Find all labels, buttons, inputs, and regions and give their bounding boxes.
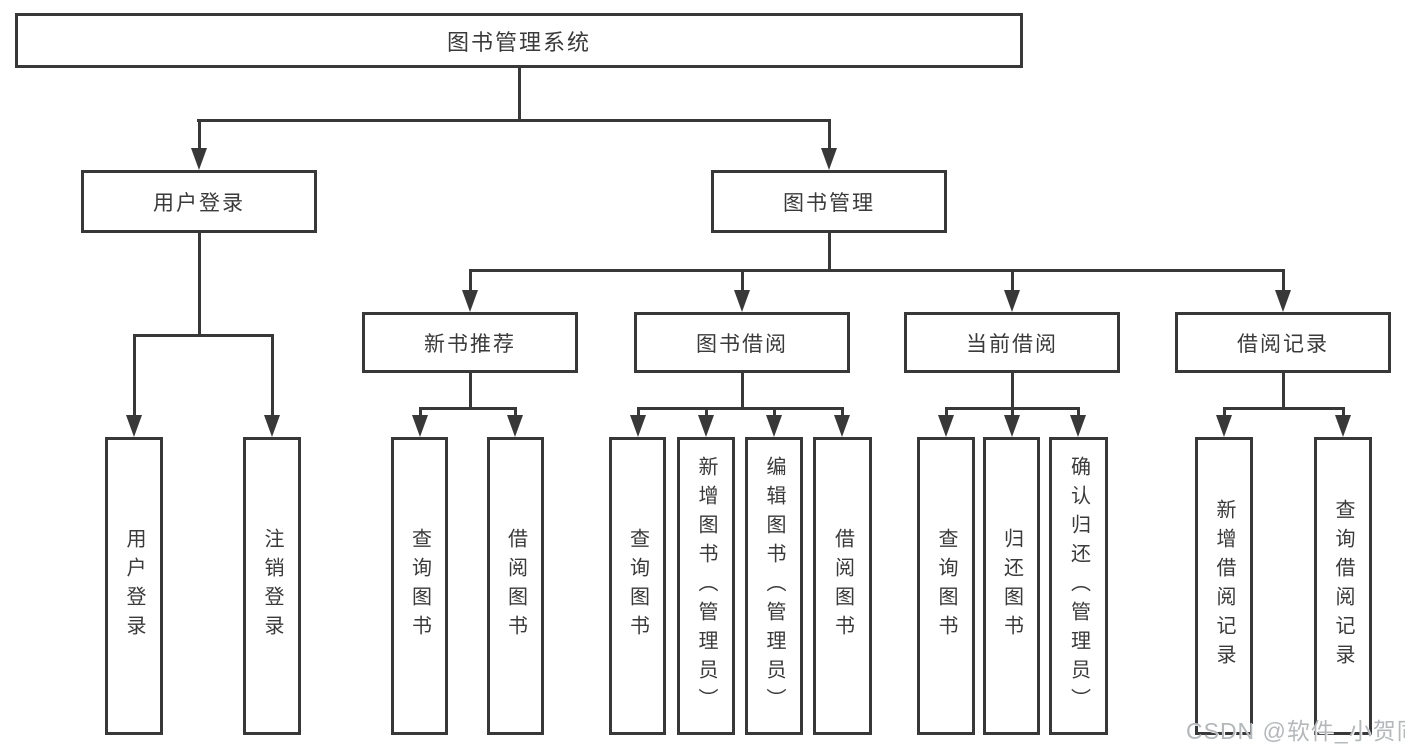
connector-vline	[1011, 373, 1014, 409]
connector-vline	[773, 407, 776, 417]
arrowhead-down-icon	[834, 415, 850, 437]
arrowhead-down-icon	[1335, 415, 1351, 437]
csdn-watermark: CSDN @软件_小贺同学	[1186, 718, 1405, 744]
node-new-book-recommend: 新书推荐	[362, 312, 578, 373]
node-label: 当前借阅	[966, 332, 1058, 356]
node-label: 查询图书	[408, 528, 431, 644]
connector-vline	[741, 269, 744, 292]
connector-vline	[198, 233, 201, 336]
node-label: 查询图书	[626, 528, 649, 644]
node-label: 借阅记录	[1237, 332, 1329, 356]
arrowhead-down-icon	[462, 290, 478, 312]
connector-vline	[1282, 373, 1285, 409]
arrowhead-down-icon	[766, 415, 782, 437]
leaf-confirm-return-admin: 确认归还（管理员）	[1049, 437, 1108, 735]
connector-vline	[741, 373, 744, 409]
connector-hline	[197, 119, 831, 122]
node-label: 用户登录	[153, 191, 245, 215]
connector-vline	[514, 407, 517, 417]
leaf-borrow-books: 借阅图书	[813, 437, 872, 735]
node-label: 图书借阅	[696, 332, 788, 356]
connector-vline	[198, 119, 201, 150]
leaf-add-books-admin: 新增图书（管理员）	[677, 437, 735, 735]
node-label: 新增借阅记录	[1213, 499, 1235, 673]
arrowhead-down-icon	[1070, 415, 1086, 437]
connector-vline	[1223, 407, 1226, 417]
node-label: 借阅图书	[831, 528, 854, 644]
connector-hline	[469, 269, 1285, 272]
node-label: 查询借阅记录	[1332, 499, 1354, 673]
connector-vline	[133, 334, 136, 418]
connector-vline	[469, 269, 472, 292]
node-label: 图书管理系统	[446, 29, 591, 55]
node-book-management: 图书管理	[711, 170, 947, 233]
connector-vline	[828, 233, 831, 271]
connector-vline	[1011, 269, 1014, 292]
arrowhead-down-icon	[264, 415, 280, 437]
node-user-login-group: 用户登录	[81, 170, 317, 233]
node-label: 图书管理	[783, 191, 875, 215]
connector-vline	[637, 407, 640, 417]
node-label: 确认归还（管理员）	[1067, 455, 1090, 717]
node-label: 查询图书	[935, 528, 957, 644]
leaf-logout: 注销登录	[243, 437, 301, 735]
arrowhead-down-icon	[191, 148, 207, 170]
node-label: 新增图书（管理员）	[695, 455, 717, 717]
leaf-query-books-borrowing: 查询图书	[609, 437, 666, 735]
connector-hline	[637, 407, 843, 410]
node-label: 用户登录	[123, 528, 145, 644]
leaf-user-login: 用户登录	[105, 437, 163, 735]
connector-vline	[518, 68, 521, 120]
arrowhead-down-icon	[1004, 290, 1020, 312]
connector-vline	[419, 407, 422, 417]
leaf-return-books: 归还图书	[983, 437, 1040, 735]
node-label: 注销登录	[261, 528, 283, 644]
connector-vline	[1011, 407, 1014, 417]
arrowhead-down-icon	[1004, 415, 1020, 437]
arrowhead-down-icon	[821, 148, 837, 170]
connector-vline	[1282, 269, 1285, 292]
node-borrowing-records: 借阅记录	[1175, 312, 1391, 373]
arrowhead-down-icon	[1275, 290, 1291, 312]
connector-vline	[1342, 407, 1345, 417]
connector-hline	[1223, 407, 1343, 410]
node-current-borrowing: 当前借阅	[904, 312, 1120, 373]
leaf-add-borrow-record: 新增借阅记录	[1195, 437, 1253, 735]
node-library-management-system: 图书管理系统	[15, 13, 1023, 68]
arrowhead-down-icon	[412, 415, 428, 437]
leaf-borrow-books-recommend: 借阅图书	[487, 437, 544, 735]
leaf-edit-books-admin: 编辑图书（管理员）	[745, 437, 803, 735]
node-label: 借阅图书	[504, 528, 527, 644]
connector-vline	[1077, 407, 1080, 417]
node-label: 编辑图书（管理员）	[763, 455, 785, 717]
connector-vline	[828, 119, 831, 150]
connector-hline	[133, 334, 273, 337]
arrowhead-down-icon	[630, 415, 646, 437]
node-book-borrowing: 图书借阅	[634, 312, 850, 373]
connector-vline	[469, 373, 472, 409]
arrowhead-down-icon	[507, 415, 523, 437]
leaf-query-borrow-record: 查询借阅记录	[1314, 437, 1372, 735]
arrowhead-down-icon	[126, 415, 142, 437]
connector-vline	[945, 407, 948, 417]
node-label: 归还图书	[1000, 528, 1023, 644]
node-label: 新书推荐	[424, 332, 516, 356]
arrowhead-down-icon	[734, 290, 750, 312]
connector-hline	[419, 407, 517, 410]
arrowhead-down-icon	[938, 415, 954, 437]
arrowhead-down-icon	[1216, 415, 1232, 437]
leaf-query-books-current: 查询图书	[917, 437, 975, 735]
connector-vline	[841, 407, 844, 417]
connector-vline	[271, 334, 274, 418]
arrowhead-down-icon	[698, 415, 714, 437]
leaf-query-books-recommend: 查询图书	[391, 437, 448, 735]
connector-vline	[705, 407, 708, 417]
